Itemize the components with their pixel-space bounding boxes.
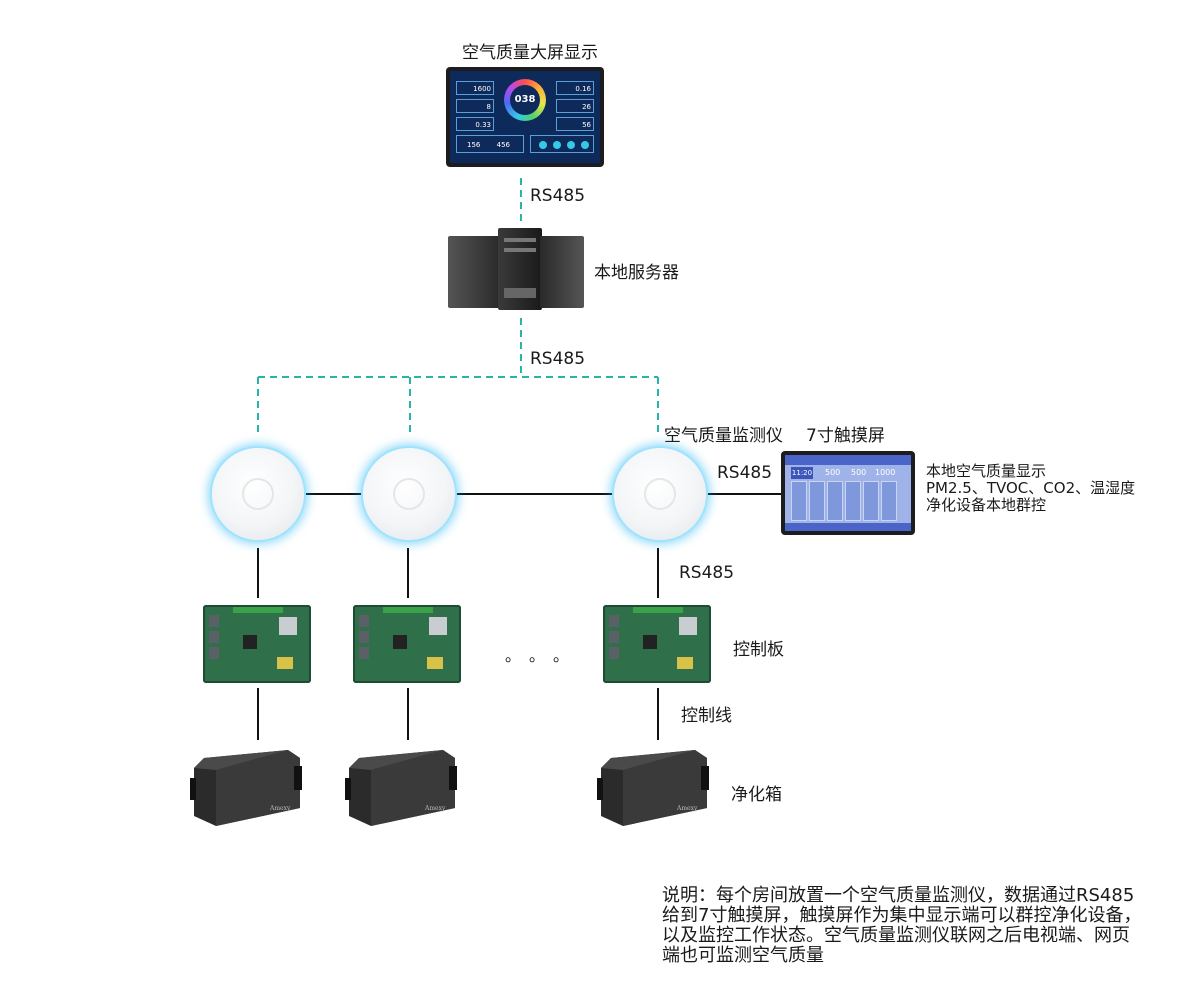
display-server-rs485-label: RS485 bbox=[530, 186, 586, 206]
big-screen-left-value-3: 0.33 bbox=[456, 117, 494, 131]
big-screen-left-value-2: 8 bbox=[456, 99, 494, 113]
touchscreen-rs485-label: RS485 bbox=[717, 463, 773, 483]
server-tower-right bbox=[540, 236, 584, 308]
big-screen-left-value-1: 1600 bbox=[456, 81, 494, 95]
control-line-label: 控制线 bbox=[681, 706, 732, 726]
purifier-box-1: Amexy bbox=[190, 750, 302, 826]
purifier-brand-2: Amexy bbox=[424, 805, 446, 812]
aqi-gauge: 038 bbox=[504, 79, 546, 121]
big-screen-right-value-1: 0.16 bbox=[556, 81, 594, 95]
control-board-1 bbox=[203, 605, 311, 683]
aqi-value: 038 bbox=[510, 85, 540, 115]
server-bus-rs485-label: RS485 bbox=[530, 349, 586, 369]
big-screen-right-value-3: 56 bbox=[556, 117, 594, 131]
big-screen-title: 空气质量大屏显示 bbox=[462, 43, 598, 63]
air-quality-monitor-3 bbox=[614, 448, 706, 540]
touchscreen-desc-line-1: 本地空气质量显示 bbox=[926, 462, 1047, 480]
touchscreen-value-1: 500 bbox=[825, 468, 841, 477]
purifier-label: 净化箱 bbox=[731, 785, 782, 805]
purifier-brand-3: Amexy bbox=[676, 805, 698, 812]
explanation-note: 说明：每个房间放置一个空气质量监测仪，数据通过RS485给到7寸触摸屏，触摸屏作… bbox=[662, 885, 1142, 966]
more-boards-ellipsis: 。。。 bbox=[505, 646, 586, 665]
touchscreen-description: 本地空气质量显示 PM2.5、TVOC、CO2、温湿度 净化设备本地群控 bbox=[926, 463, 1135, 514]
big-screen-bottom-value-1: 156 bbox=[467, 141, 481, 149]
local-server-label: 本地服务器 bbox=[594, 263, 679, 283]
big-screen-device-panel bbox=[530, 135, 594, 153]
air-quality-big-screen: 1600 8 0.33 038 0.16 26 56 156 456 bbox=[446, 67, 604, 167]
purifier-box-2: Amexy bbox=[345, 750, 457, 826]
touchscreen-title: 7寸触摸屏 bbox=[806, 426, 885, 446]
board-rs485-label: RS485 bbox=[679, 563, 735, 583]
server-tower-center bbox=[498, 228, 542, 310]
touchscreen-time: 11:20 bbox=[791, 467, 813, 479]
control-board-2 bbox=[353, 605, 461, 683]
control-board-3 bbox=[603, 605, 711, 683]
purifier-brand-1: Amexy bbox=[269, 805, 291, 812]
local-server bbox=[448, 228, 588, 310]
big-screen-right-value-2: 26 bbox=[556, 99, 594, 113]
big-screen-bottom-panel: 156 456 bbox=[456, 135, 524, 153]
server-tower-left bbox=[448, 236, 500, 308]
air-quality-monitor-2 bbox=[363, 448, 455, 540]
control-board-label: 控制板 bbox=[733, 640, 784, 660]
monitor-label: 空气质量监测仪 bbox=[664, 426, 783, 446]
touchscreen-7-inch: 11:20 500 500 1000 bbox=[781, 451, 915, 535]
touchscreen-desc-line-3: 净化设备本地群控 bbox=[926, 496, 1047, 514]
purifier-box-3: Amexy bbox=[597, 750, 709, 826]
touchscreen-value-2: 500 bbox=[851, 468, 867, 477]
touchscreen-desc-line-2: PM2.5、TVOC、CO2、温湿度 bbox=[926, 479, 1136, 497]
air-quality-monitor-1 bbox=[212, 448, 304, 540]
big-screen-bottom-value-2: 456 bbox=[496, 141, 510, 149]
touchscreen-value-3: 1000 bbox=[875, 468, 896, 477]
